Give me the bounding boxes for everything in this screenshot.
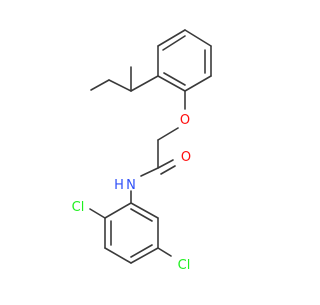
bond [184,75,212,92]
bond [184,29,212,47]
bond [157,75,186,92]
bond [157,127,179,141]
bond [130,75,159,92]
chlorine-ortho-label: Cl [72,200,85,215]
bond [90,79,110,91]
bond [89,208,106,219]
bond [157,29,186,47]
oxygen-carbonyl-label: O [181,150,191,165]
molecule-diagram: O O N H Cl Cl [72,29,212,273]
chlorine-meta-label: Cl [178,258,191,273]
bond [157,247,172,257]
bond [157,159,174,169]
bond [130,247,159,264]
bond [108,79,132,92]
bond [130,244,153,258]
oxygen-ether-label: O [180,113,190,128]
structure-canvas: O O N H Cl Cl [72,29,212,273]
bond-lines [89,29,212,264]
bond [162,35,186,51]
bond [104,247,132,264]
nitrogen-label: N [126,178,136,193]
hydrogen-label: H [114,178,124,193]
bond [160,165,176,175]
atom-labels: O O N H Cl Cl [72,113,191,273]
bond [130,208,153,222]
bond [104,202,132,219]
bond [163,72,186,86]
bond [140,167,159,177]
bond [130,202,159,219]
